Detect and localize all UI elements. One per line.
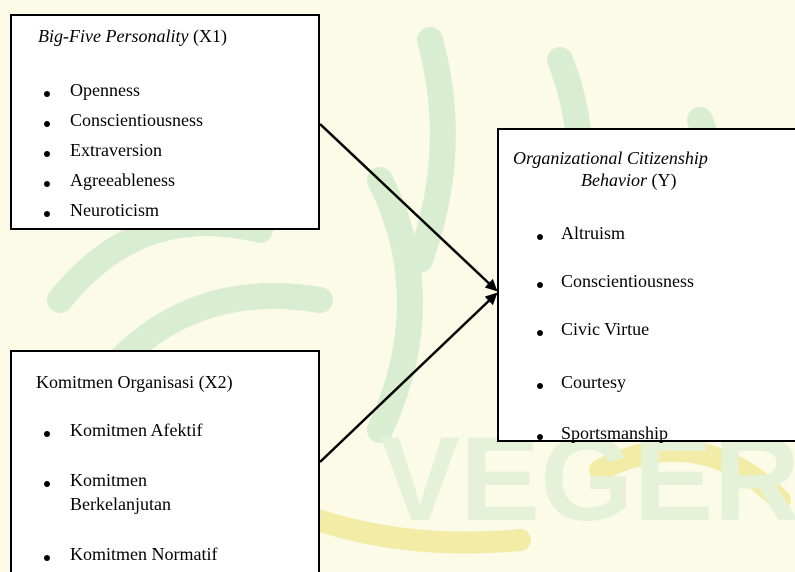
y-title-suffix: (Y) (646, 170, 677, 190)
variable-box-x1: Big-Five Personality (X1) Openness Consc… (10, 14, 320, 230)
variable-box-y: Organizational Citizenship Behavior (Y) … (497, 128, 795, 443)
variable-box-x2: Komitmen Organisasi (X2) Komitmen Afekti… (10, 350, 320, 572)
y-title-italic: Behavior (581, 170, 647, 190)
arrow-x1-to-y (319, 123, 498, 292)
y-title-line1: Organizational Citizenship (513, 148, 708, 168)
y-title-line2: Behavior (Y) (581, 170, 676, 191)
x1-title: Big-Five Personality (X1) (38, 26, 227, 47)
x2-title: Komitmen Organisasi (X2) (36, 372, 233, 392)
x1-title-italic: Big-Five Personality (38, 26, 189, 46)
x1-title-suffix: (X1) (188, 26, 227, 46)
arrow-x2-to-y (319, 292, 498, 463)
